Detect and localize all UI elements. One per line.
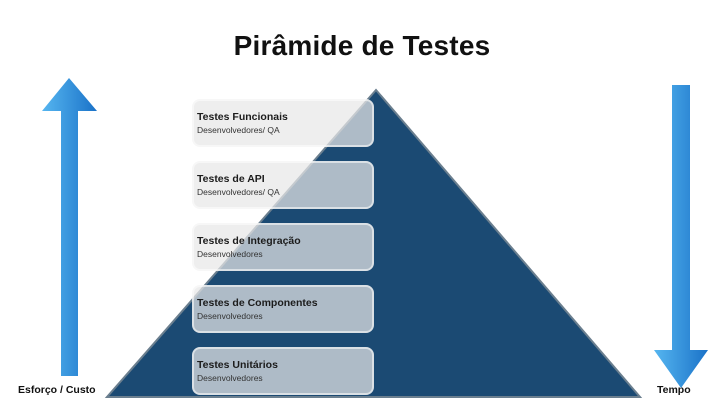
layer-title: Testes de Componentes — [197, 297, 318, 309]
pyramid-layer-functional-tests: Testes Funcionais Desenvolvedores/ QA — [192, 99, 374, 147]
pyramid-layer-unit-tests: Testes Unitários Desenvolvedores — [192, 347, 374, 395]
effort-cost-label: Esforço / Custo — [18, 384, 96, 396]
layer-owner: Desenvolvedores/ QA — [197, 187, 280, 197]
time-label: Tempo — [657, 384, 691, 396]
time-down-arrow — [654, 85, 708, 388]
pyramid-layer-component-tests: Testes de Componentes Desenvolvedores — [192, 285, 374, 333]
layer-title: Testes Funcionais — [197, 111, 288, 123]
pyramid-layer-api-tests: Testes de API Desenvolvedores/ QA — [192, 161, 374, 209]
layer-title: Testes Unitários — [197, 359, 278, 371]
pyramid-layer-integration-tests: Testes de Integração Desenvolvedores — [192, 223, 374, 271]
layer-owner: Desenvolvedores/ QA — [197, 125, 280, 135]
effort-cost-up-arrow — [42, 78, 97, 376]
layer-owner: Desenvolvedores — [197, 249, 263, 259]
layer-owner: Desenvolvedores — [197, 311, 263, 321]
layer-title: Testes de API — [197, 173, 265, 185]
diagram-title: Pirâmide de Testes — [233, 30, 491, 61]
layer-title: Testes de Integração — [197, 235, 301, 247]
layer-owner: Desenvolvedores — [197, 373, 263, 383]
